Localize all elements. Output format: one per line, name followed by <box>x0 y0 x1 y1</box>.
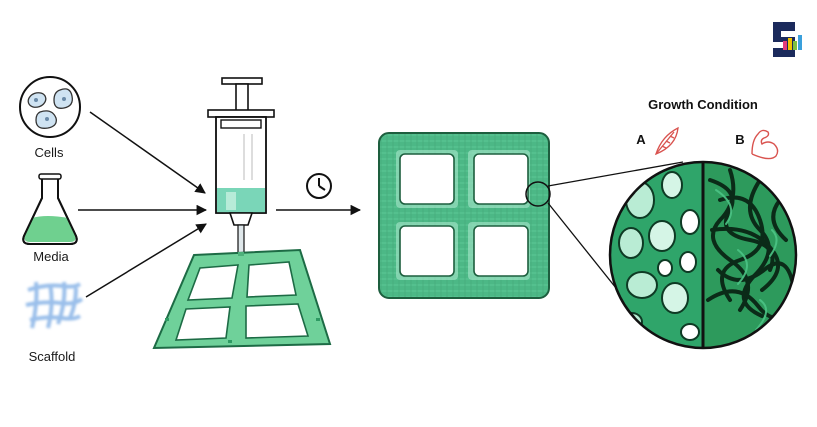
arrow-scaffold <box>85 223 207 298</box>
scaffold-mesh-icon <box>25 281 84 329</box>
scaffold-label: Scaffold <box>29 349 76 364</box>
condition-a-label: A <box>636 132 646 147</box>
sr-logo <box>773 22 802 57</box>
media-label: Media <box>33 249 69 264</box>
condition-b-label: B <box>735 132 744 147</box>
magnified-view <box>608 160 798 350</box>
feather-icon <box>654 126 679 156</box>
cells-label: Cells <box>35 145 64 160</box>
flask-icon <box>22 173 78 245</box>
syringe-icon <box>207 77 275 256</box>
printed-scaffold <box>152 248 332 350</box>
arrow-cells <box>89 111 206 194</box>
cells-icon <box>19 76 81 138</box>
growth-condition-title: Growth Condition <box>648 97 758 112</box>
grown-tissue <box>378 132 550 299</box>
flexed-arm-icon <box>751 129 779 160</box>
zoom-line-top <box>547 161 684 187</box>
zoom-lens <box>525 181 551 207</box>
clock-icon <box>306 173 332 199</box>
